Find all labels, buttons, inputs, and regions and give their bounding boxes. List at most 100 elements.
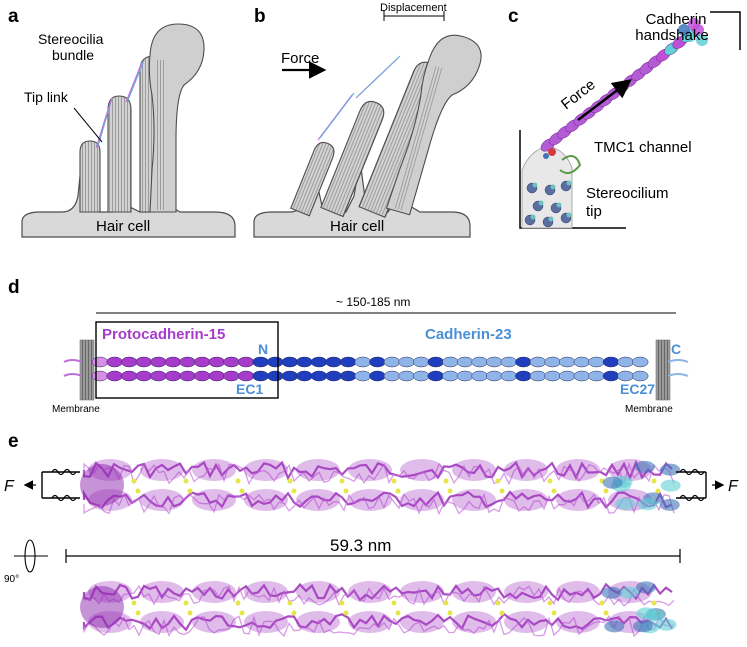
ribbon-domain bbox=[452, 489, 496, 511]
calcium-ion bbox=[235, 600, 241, 606]
calcium-ion bbox=[235, 478, 241, 484]
ec-domain bbox=[339, 370, 357, 382]
ec-domain bbox=[91, 370, 109, 382]
label-hair-cell-a: Hair cell bbox=[96, 218, 150, 235]
label-force-b: Force bbox=[281, 50, 319, 67]
calcium-ion bbox=[443, 600, 449, 606]
ec-domain bbox=[150, 356, 167, 368]
calcium-ion bbox=[343, 488, 349, 494]
ribbon-domain bbox=[504, 611, 548, 633]
ec-domain bbox=[120, 356, 138, 368]
force-arrow-c bbox=[577, 79, 632, 121]
ec-domain bbox=[456, 370, 474, 382]
ribbon-domain bbox=[556, 611, 600, 633]
ec-domain bbox=[281, 370, 299, 382]
ec-domain bbox=[485, 356, 503, 368]
ribbon-strand bbox=[83, 584, 675, 607]
ec-domain bbox=[383, 356, 401, 368]
calcium-ion bbox=[131, 478, 137, 484]
membrane-right bbox=[655, 339, 671, 401]
spring-right-bottom bbox=[679, 494, 705, 502]
ec-domain bbox=[325, 356, 342, 368]
ec-domain bbox=[266, 370, 284, 382]
stereocilium-tip-outline bbox=[519, 130, 626, 229]
label-rotation: 90° bbox=[4, 574, 19, 585]
ec-domain bbox=[193, 356, 211, 368]
ec-domain bbox=[383, 370, 401, 382]
cdh23-domain bbox=[660, 463, 681, 476]
calcium-ion bbox=[343, 610, 349, 616]
calcium-ion bbox=[183, 478, 189, 484]
panel-b: b Displacement Force Hair cell bbox=[253, 2, 482, 238]
ribbon-domain bbox=[192, 581, 236, 603]
calcium-ion bbox=[187, 488, 193, 494]
calcium-ion bbox=[443, 478, 449, 484]
ribbon-domain bbox=[400, 581, 444, 603]
ribbon-structure-bottom bbox=[80, 581, 677, 638]
spring-bracket-right bbox=[676, 471, 707, 499]
cdh-tail-top bbox=[667, 359, 689, 363]
cdh23-domain bbox=[604, 620, 625, 633]
ribbon-domain bbox=[192, 459, 236, 481]
kinocilium-striation bbox=[156, 60, 165, 210]
ec-domain bbox=[237, 356, 255, 368]
cdh23-domain bbox=[634, 460, 655, 473]
ec-domain bbox=[412, 370, 430, 382]
spring-left-bottom bbox=[51, 494, 77, 502]
ec-domain bbox=[558, 370, 576, 382]
ribbon-domain bbox=[556, 581, 600, 603]
ec-domain bbox=[150, 370, 167, 382]
ribbon-domain bbox=[296, 581, 340, 603]
ec-domain bbox=[617, 370, 634, 382]
label-length-e: 59.3 nm bbox=[330, 536, 391, 555]
tip-protein-accent bbox=[530, 214, 536, 220]
tmc1-channel-shape bbox=[559, 155, 582, 175]
spring-right-top bbox=[679, 468, 705, 476]
ec-domain bbox=[179, 370, 196, 382]
ec-domain bbox=[573, 356, 591, 368]
label-stereocilia-line1: Stereocilia bbox=[38, 31, 104, 47]
ribbon-domain bbox=[452, 581, 496, 603]
cdh23-domain bbox=[632, 620, 653, 633]
panel-c-letter: c bbox=[508, 6, 519, 27]
calcium-ion bbox=[651, 478, 657, 484]
ribbon-domain bbox=[140, 611, 184, 633]
calcium-ion bbox=[603, 488, 609, 494]
handshake-blob bbox=[688, 18, 700, 30]
calcium-ion bbox=[135, 610, 141, 616]
tip-protein-accent bbox=[532, 182, 538, 188]
label-stereocilium-tip-1: Stereocilium bbox=[586, 185, 669, 202]
cdh23-domain bbox=[656, 618, 677, 631]
calcium-ion bbox=[287, 600, 293, 606]
ec-domain bbox=[500, 356, 518, 368]
ec-domain bbox=[617, 356, 634, 368]
calcium-ion bbox=[599, 600, 605, 606]
calcium-ion bbox=[391, 600, 397, 606]
ec-domain bbox=[135, 370, 153, 382]
cdh23-domain bbox=[659, 498, 680, 511]
calcium-ion bbox=[135, 488, 141, 494]
ribbon-domain bbox=[348, 489, 392, 511]
tip-protein-accent bbox=[550, 184, 556, 190]
ribbon-domain bbox=[400, 489, 444, 511]
ec-domain bbox=[354, 370, 372, 382]
tip-protein-accent bbox=[566, 212, 572, 218]
ribbon-strand bbox=[82, 489, 673, 510]
ec-domain bbox=[588, 370, 605, 382]
ribbon-domain bbox=[192, 489, 236, 511]
calcium-ion bbox=[655, 488, 661, 494]
label-cadherin-handshake-2: handshake bbox=[635, 27, 708, 44]
ec-domain bbox=[369, 370, 386, 382]
panel-e-letter: e bbox=[8, 431, 19, 452]
ec-domain bbox=[310, 356, 328, 368]
tip-link-b1b bbox=[319, 92, 355, 139]
ribbon-domain bbox=[504, 489, 548, 511]
calcium-ion bbox=[495, 478, 501, 484]
ec-domain bbox=[427, 370, 445, 382]
panel-e: e F F 90° 59.3 nm bbox=[4, 431, 739, 638]
panel-b-letter: b bbox=[254, 6, 266, 27]
ec-domain bbox=[106, 356, 123, 368]
ec-domain bbox=[106, 370, 123, 382]
calcium-ion bbox=[547, 600, 553, 606]
